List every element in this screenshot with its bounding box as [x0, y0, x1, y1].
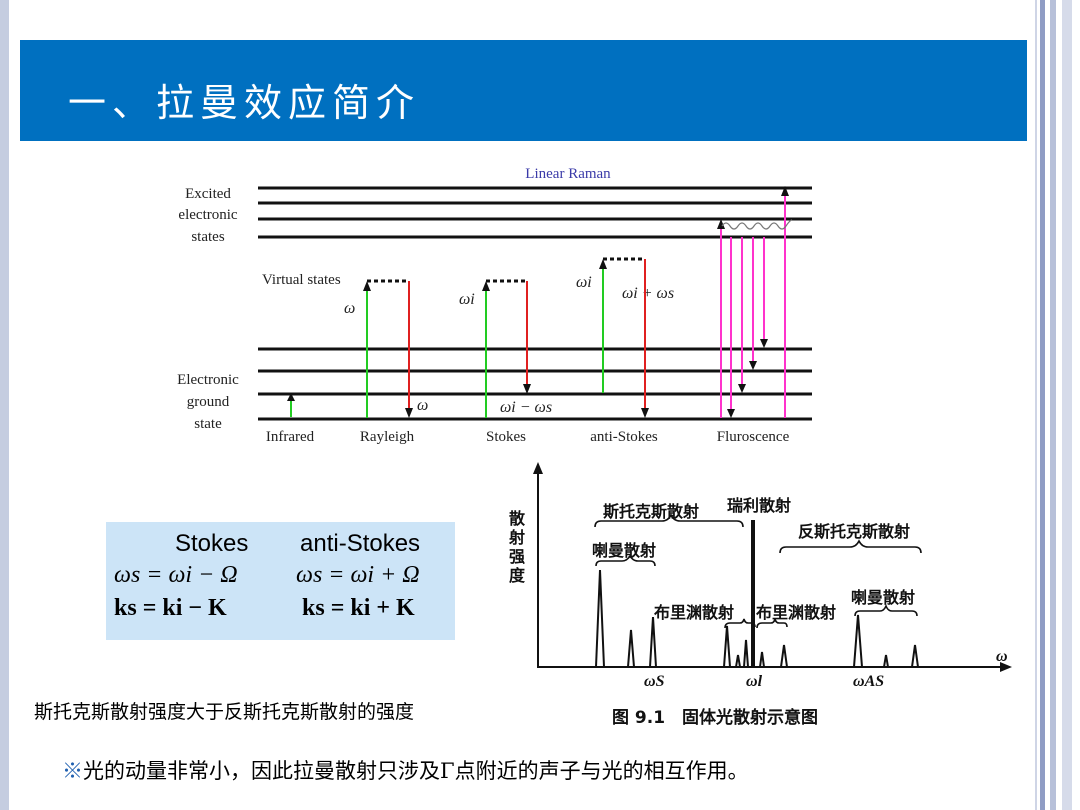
- spectrum-peak-small: [735, 654, 741, 668]
- process-label-anti-stokes: anti-Stokes: [590, 429, 658, 445]
- slide-title: 一、拉曼效应简介: [68, 81, 421, 125]
- spectrum-peak-small: [759, 651, 765, 668]
- excited-label-line1: Excited: [185, 186, 231, 202]
- process-label-infrared: Infrared: [266, 429, 315, 445]
- spectrum-peak-raman-antistokes: [911, 644, 919, 668]
- slide-right-border: [1062, 0, 1072, 810]
- brace-brillouin-left: [724, 618, 756, 629]
- ground-label-line1: Electronic: [177, 372, 239, 388]
- stokes-in-label: ωi: [459, 291, 475, 308]
- eq-antistokes-wavevector: ks = ki + K: [302, 595, 415, 621]
- brace-stokes: [594, 513, 744, 528]
- diagram-title: Linear Raman: [525, 166, 611, 182]
- brace-brillouin-right: [756, 618, 788, 629]
- relaxation-wave: [721, 219, 793, 230]
- spectrum-peak-small: [883, 654, 889, 668]
- spectrum-peak-brillouin-left: [723, 625, 731, 668]
- eq-stokes-wavevector: ks = ki − K: [114, 595, 227, 621]
- spectrum-xlabel: ω: [996, 648, 1008, 665]
- eq-antistokes-frequency: ωs = ωi + Ω: [296, 562, 420, 588]
- momentum-note: ※光的动量非常小，因此拉曼散射只涉及Γ点附近的声子与光的相互作用。: [62, 755, 749, 785]
- brace-raman-right: [854, 603, 918, 617]
- brace-antistokes: [779, 539, 922, 554]
- slide-right-border: [1040, 0, 1045, 810]
- tick-omega-l: ωl: [746, 673, 763, 690]
- fluorescence-group: [717, 186, 793, 418]
- intensity-note: 斯托克斯散射强度大于反斯托克斯散射的强度: [34, 701, 415, 723]
- eq-stokes-header: Stokes: [175, 530, 248, 557]
- brace-raman-left: [595, 554, 656, 567]
- reference-mark: ※: [62, 759, 83, 783]
- spectrum-figure: 散 射 强 度 斯托克斯散射 瑞利散射 反斯托克斯散射 喇曼散射 布里渊散射 布…: [508, 462, 1012, 728]
- label-brillouin-left: 布里渊散射: [654, 603, 734, 622]
- excited-label-line2: electronic: [178, 207, 237, 223]
- label-brillouin-right: 布里渊散射: [756, 603, 836, 622]
- slide-right-border: [1050, 0, 1056, 810]
- spectrum-peak-antistokes: [853, 614, 863, 668]
- spectrum-caption: 图 9.1 固体光散射示意图: [612, 707, 818, 728]
- tick-omega-as: ωAS: [853, 673, 884, 690]
- antistokes-in-label: ωi: [576, 274, 592, 291]
- spectrum-peak-small: [743, 639, 749, 668]
- spectrum-ylabel-char3: 强: [509, 547, 525, 566]
- rayleigh-in-label: ω: [344, 300, 355, 317]
- stokes-out-label: ωi − ωs: [500, 399, 552, 416]
- spectrum-peak-stokes: [649, 616, 657, 668]
- label-rayleigh-scattering: 瑞利散射: [727, 496, 791, 515]
- excited-label-line3: states: [191, 229, 224, 245]
- spectrum-ylabel-char2: 射: [508, 528, 525, 547]
- spectrum-ylabel-char4: 度: [509, 566, 526, 585]
- eq-stokes-frequency: ωs = ωi − Ω: [114, 562, 238, 588]
- ground-label-line3: state: [194, 416, 222, 432]
- spectrum-ylabel-char1: 散: [509, 509, 526, 528]
- spectrum-peak-raman-stokes-2: [627, 629, 635, 668]
- label-raman-left: 喇曼散射: [592, 541, 656, 560]
- ground-label-line2: ground: [187, 394, 230, 410]
- slide-right-line: [1035, 0, 1037, 810]
- tick-omega-s: ωS: [644, 673, 665, 690]
- title-banner: [20, 40, 1027, 141]
- label-stokes-scattering: 斯托克斯散射: [603, 502, 699, 521]
- process-label-fluorescence: Fluroscence: [717, 429, 790, 445]
- energy-levels: [258, 186, 812, 421]
- rayleigh-out-label: ω: [417, 397, 428, 414]
- momentum-note-text: 光的动量非常小，因此拉曼散射只涉及Γ点附近的声子与光的相互作用。: [83, 759, 749, 783]
- antistokes-out-label: ωi + ωs: [622, 285, 674, 302]
- label-antistokes-scattering: 反斯托克斯散射: [798, 522, 910, 541]
- eq-antistokes-header: anti-Stokes: [300, 530, 420, 557]
- label-raman-right: 喇曼散射: [851, 588, 915, 607]
- slide-left-border: [0, 0, 9, 810]
- spectrum-peak-brillouin-right: [780, 644, 788, 668]
- equation-box: [106, 522, 455, 640]
- virtual-states-label: Virtual states: [262, 272, 341, 288]
- process-label-stokes: Stokes: [486, 429, 526, 445]
- spectrum-peak-raman-stokes: [595, 569, 605, 668]
- process-label-rayleigh: Rayleigh: [360, 429, 415, 445]
